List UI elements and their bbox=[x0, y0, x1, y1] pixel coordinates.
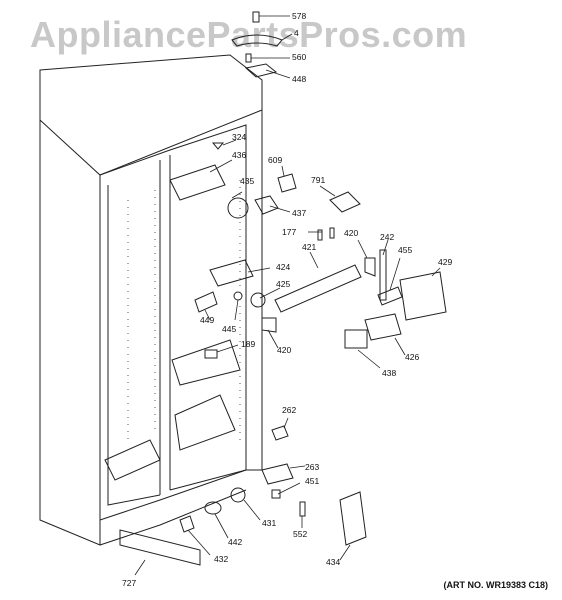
part-420-bracket-lower bbox=[261, 317, 277, 333]
part-label-451: 451 bbox=[305, 476, 319, 486]
part-label-727: 727 bbox=[122, 578, 136, 588]
cabinet-bottom-edge bbox=[99, 469, 262, 521]
part-189-plug bbox=[204, 349, 218, 359]
part-label-424: 424 bbox=[276, 262, 290, 272]
part-label-455: 455 bbox=[398, 245, 412, 255]
part-label-263: 263 bbox=[305, 462, 319, 472]
part-label-425: 425 bbox=[276, 279, 290, 289]
part-426-module bbox=[364, 313, 402, 341]
part-429-control-housing bbox=[399, 271, 447, 321]
part-445-knob-small bbox=[233, 291, 243, 301]
part-442-cap bbox=[204, 501, 222, 515]
part-609-switch bbox=[277, 173, 297, 193]
part-label-242: 242 bbox=[380, 232, 394, 242]
part-448-hinge bbox=[244, 63, 278, 78]
part-label-448: 448 bbox=[292, 74, 306, 84]
part-label-324: 324 bbox=[232, 132, 246, 142]
part-label-791: 791 bbox=[311, 175, 325, 185]
part-label-435: 435 bbox=[240, 176, 254, 186]
part-label-449: 449 bbox=[200, 315, 214, 325]
cabinet-left-wall bbox=[39, 120, 101, 546]
part-438-cover bbox=[344, 329, 368, 349]
inner-liner bbox=[99, 124, 247, 491]
part-449-wire bbox=[194, 291, 218, 313]
part-label-432: 432 bbox=[214, 554, 228, 564]
part-label-420: 420 bbox=[344, 228, 358, 238]
part-262-clip bbox=[271, 425, 289, 441]
part-425-knob bbox=[250, 292, 266, 308]
cabinet-right-wall bbox=[246, 110, 263, 471]
part-242-tube bbox=[379, 249, 387, 301]
part-label-177: 177 bbox=[282, 227, 296, 237]
part-label-431: 431 bbox=[262, 518, 276, 528]
part-435-bulb bbox=[227, 197, 249, 219]
part-434-vent bbox=[339, 491, 367, 546]
inner-liner-left bbox=[107, 185, 161, 506]
part-263-cam bbox=[261, 463, 294, 485]
watermark-text: AppliancePartsPros.com bbox=[30, 14, 468, 55]
part-324-clip bbox=[211, 142, 225, 150]
part-label-426: 426 bbox=[405, 352, 419, 362]
part-4-handle bbox=[231, 34, 283, 47]
part-label-442: 442 bbox=[228, 537, 242, 547]
part-727-grille bbox=[119, 529, 201, 566]
part-label-445: 445 bbox=[222, 324, 236, 334]
part-label-552: 552 bbox=[293, 529, 307, 539]
part-177-screws bbox=[317, 227, 335, 241]
part-label-560: 560 bbox=[292, 52, 306, 62]
part-label-436: 436 bbox=[232, 150, 246, 160]
part-424-thermostat bbox=[209, 259, 254, 287]
part-420-bracket-upper bbox=[364, 257, 376, 277]
part-label-609: 609 bbox=[268, 155, 282, 165]
right-bin-tray bbox=[174, 394, 236, 451]
part-label-578: 578 bbox=[292, 11, 306, 21]
part-451-bracket bbox=[271, 489, 281, 499]
part-label-438: 438 bbox=[382, 368, 396, 378]
part-label-437: 437 bbox=[292, 208, 306, 218]
part-label-262: 262 bbox=[282, 405, 296, 415]
part-label-189: 189 bbox=[241, 339, 255, 349]
part-label-421: 421 bbox=[302, 242, 316, 252]
part-455-harness bbox=[377, 286, 403, 306]
left-bin-tray bbox=[104, 439, 161, 481]
cabinet-bottom-front bbox=[99, 489, 247, 546]
part-label-420: 420 bbox=[277, 345, 291, 355]
part-421-shelf-support bbox=[274, 264, 362, 313]
part-label-434: 434 bbox=[326, 557, 340, 567]
part-552-screw bbox=[299, 501, 306, 517]
part-432-roller-small bbox=[179, 515, 195, 533]
art-number: (ART NO. WR19383 C18) bbox=[443, 580, 548, 590]
part-label-4: 4 bbox=[294, 28, 299, 38]
part-436-light-shield bbox=[169, 164, 226, 201]
center-chute bbox=[171, 339, 241, 386]
part-437-socket bbox=[254, 195, 279, 215]
part-578-screw bbox=[252, 11, 260, 23]
part-560-screw bbox=[245, 53, 252, 63]
part-791-cover bbox=[329, 191, 361, 213]
part-431-roller bbox=[230, 487, 246, 503]
part-label-429: 429 bbox=[438, 257, 452, 267]
